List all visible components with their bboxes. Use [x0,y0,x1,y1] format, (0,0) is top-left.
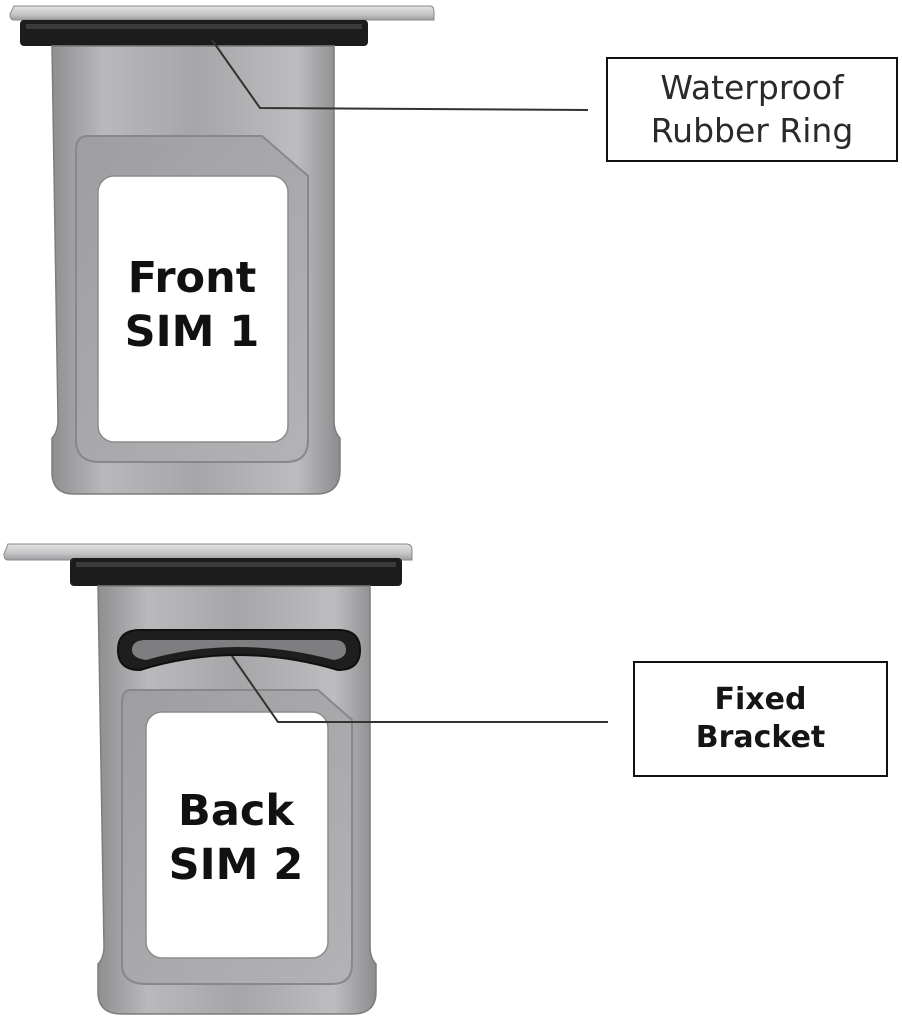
front-sim1-label: Front SIM 1 [100,240,284,372]
front-label-line-2: SIM 1 [124,307,260,357]
back-sim-cutout [145,711,329,959]
back-label-line-2: SIM 2 [168,840,304,890]
front-label-line-1: Front [127,253,257,304]
back-sim2-label: Back SIM 2 [146,773,326,905]
bracket-line-1: Fixed [714,681,807,717]
waterproof-line-2: Rubber Ring [650,110,854,150]
back-sim-tray [3,543,413,1015]
waterproof-line-1: Waterproof [660,68,844,108]
front-sim-tray [9,5,435,495]
front-tray-cap [9,5,435,21]
back-tray-cap [3,543,413,561]
waterproof-leader-line [211,39,589,111]
waterproof-rubber-ring-label: Waterproof Rubber Ring [606,57,898,162]
front-sim-cutout [97,175,289,443]
bracket-leader-line [231,655,608,723]
bracket-line-2: Bracket [695,720,826,755]
back-label-line-1: Back [178,786,294,837]
fixed-bracket-label: Fixed Bracket [633,661,888,777]
front-rubber-ring [20,20,368,46]
